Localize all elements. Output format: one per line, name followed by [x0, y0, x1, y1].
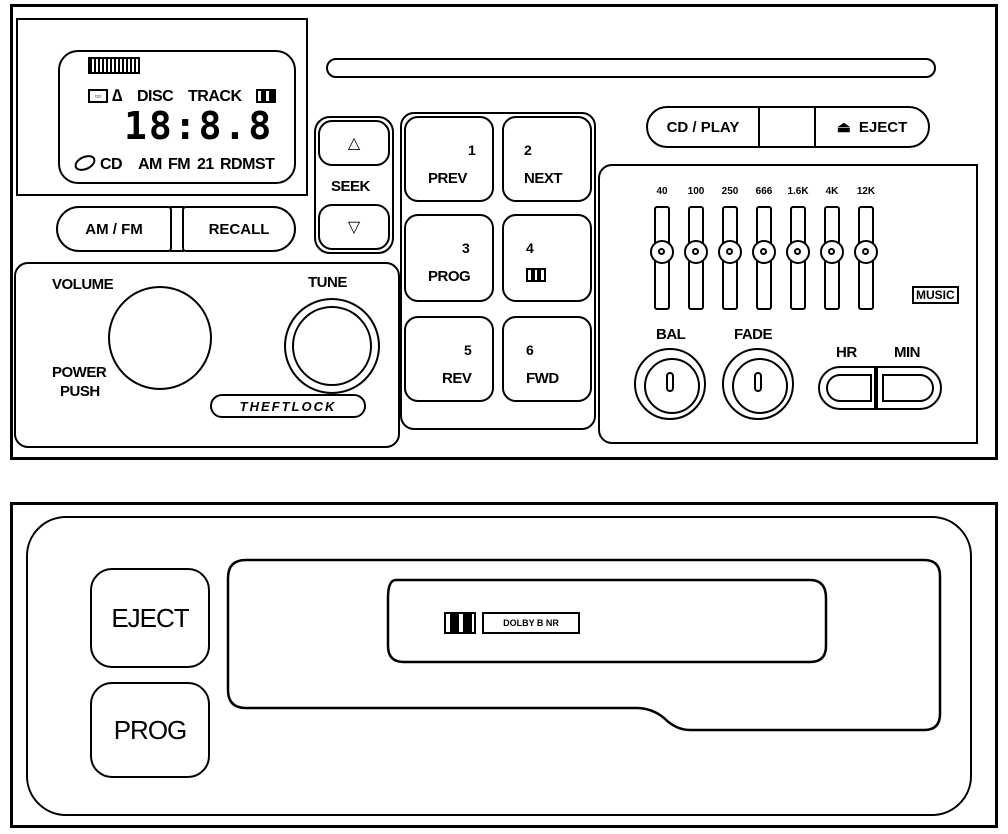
- preset-function: PREV: [428, 170, 467, 187]
- volume-knob[interactable]: [108, 286, 212, 390]
- am-indicator: AM: [138, 156, 162, 173]
- theftlock-label: THEFTLOCK: [239, 398, 337, 414]
- cassette-eject-label: EJECT: [111, 602, 189, 633]
- seek-up-button[interactable]: △: [318, 120, 390, 166]
- cassette-eject-button[interactable]: EJECT: [90, 568, 210, 668]
- triangle-down-icon: ▽: [347, 219, 361, 236]
- cd-play-button[interactable]: CD / PLAY: [646, 106, 760, 148]
- hour-button[interactable]: [818, 366, 878, 410]
- fade-knob[interactable]: [722, 348, 794, 420]
- tune-knob-inner: [292, 306, 372, 386]
- cassette-faceplate: [10, 502, 998, 828]
- eq-slider-knob[interactable]: [820, 240, 844, 264]
- dolby-nr-label: DOLBY B NR: [503, 618, 559, 628]
- preset-button-5[interactable]: 5 REV: [404, 316, 494, 402]
- minute-button[interactable]: [876, 366, 942, 410]
- rdmst-indicator: RDMST: [220, 156, 275, 173]
- triangle-indicator-icon: ∆: [112, 86, 123, 105]
- fade-label: FADE: [734, 326, 773, 343]
- preset-number: 5: [464, 342, 472, 358]
- tune-label: TUNE: [308, 274, 347, 291]
- preset-number: 6: [526, 342, 534, 358]
- prog-label: PROG: [113, 714, 188, 745]
- eq-band-label: 1.6K: [787, 186, 809, 197]
- eq-band-label: 12K: [856, 186, 876, 197]
- power-label: POWER: [52, 364, 107, 381]
- preset-number: 1: [468, 142, 476, 158]
- cassette-door: [226, 558, 942, 732]
- eq-band-label: 40: [656, 186, 668, 197]
- eq-slider-knob[interactable]: [718, 240, 742, 264]
- dolby-icon: [526, 268, 546, 282]
- st-number-indicator: 21: [197, 156, 214, 173]
- preset-button-1[interactable]: 1 PREV: [404, 116, 494, 202]
- seek-down-button[interactable]: ▽: [318, 204, 390, 250]
- push-label: PUSH: [60, 383, 100, 400]
- eq-slider-knob[interactable]: [684, 240, 708, 264]
- sound-panel: [598, 164, 978, 444]
- eject-label: EJECT: [858, 118, 908, 136]
- eq-band-label: 666: [755, 186, 773, 197]
- time-display: 18:8.8: [124, 104, 274, 148]
- eq-band-label: 100: [687, 186, 705, 197]
- cassette-inner-bezel: [26, 516, 972, 816]
- music-logo: MUSIC: [912, 286, 959, 304]
- am-fm-label: AM / FM: [85, 220, 143, 238]
- cd-radio-faceplate: [10, 4, 998, 460]
- cd-eject-button[interactable]: ⏏ EJECT: [814, 106, 930, 148]
- preset-button-4[interactable]: 4: [502, 214, 592, 302]
- theftlock-badge: THEFTLOCK: [210, 394, 366, 418]
- dolby-logo-icon: [444, 612, 476, 634]
- preset-panel: [400, 112, 596, 430]
- volume-tune-panel: [14, 262, 400, 448]
- eq-slider-knob[interactable]: [786, 240, 810, 264]
- preset-function: PROG: [428, 268, 471, 285]
- seek-label: SEEK: [331, 178, 370, 195]
- eq-slider-knob[interactable]: [752, 240, 776, 264]
- preset-button-2[interactable]: 2 NEXT: [502, 116, 592, 202]
- lcd-display: [58, 50, 296, 184]
- brand-tag: [88, 57, 140, 74]
- preset-button-6[interactable]: 6 FWD: [502, 316, 592, 402]
- preset-function: NEXT: [524, 170, 563, 187]
- dolby-nr-badge: DOLBY B NR: [482, 612, 580, 634]
- preset-number: 2: [524, 142, 532, 158]
- seek-rocker: [314, 116, 394, 254]
- triangle-up-icon: △: [347, 135, 361, 152]
- eject-icon: ⏏: [836, 119, 851, 136]
- button-divider: [170, 206, 184, 252]
- volume-label: VOLUME: [52, 276, 114, 293]
- cd-indicator: CD: [100, 156, 123, 173]
- recall-label: RECALL: [208, 220, 270, 238]
- hr-label: HR: [836, 344, 857, 361]
- fm-indicator: FM: [168, 156, 191, 173]
- cassette-indicator-icon: ▫▫: [88, 89, 108, 103]
- cd-slot: [326, 58, 936, 78]
- eq-slider-knob[interactable]: [854, 240, 878, 264]
- track-indicator: TRACK: [188, 88, 242, 105]
- am-fm-button[interactable]: AM / FM: [56, 206, 172, 252]
- prog-button[interactable]: PROG: [90, 682, 210, 778]
- preset-function: FWD: [526, 370, 559, 387]
- cd-button-gap: [758, 106, 816, 148]
- display-window: [16, 18, 308, 196]
- preset-function: REV: [442, 370, 472, 387]
- balance-knob[interactable]: [634, 348, 706, 420]
- eq-band-label: 250: [721, 186, 739, 197]
- eq-slider-knob[interactable]: [650, 240, 674, 264]
- cd-play-label: CD / PLAY: [666, 118, 740, 136]
- dolby-indicator-icon: [256, 89, 276, 103]
- eq-band-label: 4K: [825, 186, 839, 197]
- preset-number: 4: [526, 240, 534, 256]
- min-label: MIN: [894, 344, 921, 361]
- clock-divider: [874, 366, 878, 410]
- preset-button-3[interactable]: 3 PROG: [404, 214, 494, 302]
- preset-number: 3: [462, 240, 470, 256]
- disc-indicator: DISC: [137, 88, 174, 105]
- recall-button[interactable]: RECALL: [182, 206, 296, 252]
- bal-label: BAL: [656, 326, 686, 343]
